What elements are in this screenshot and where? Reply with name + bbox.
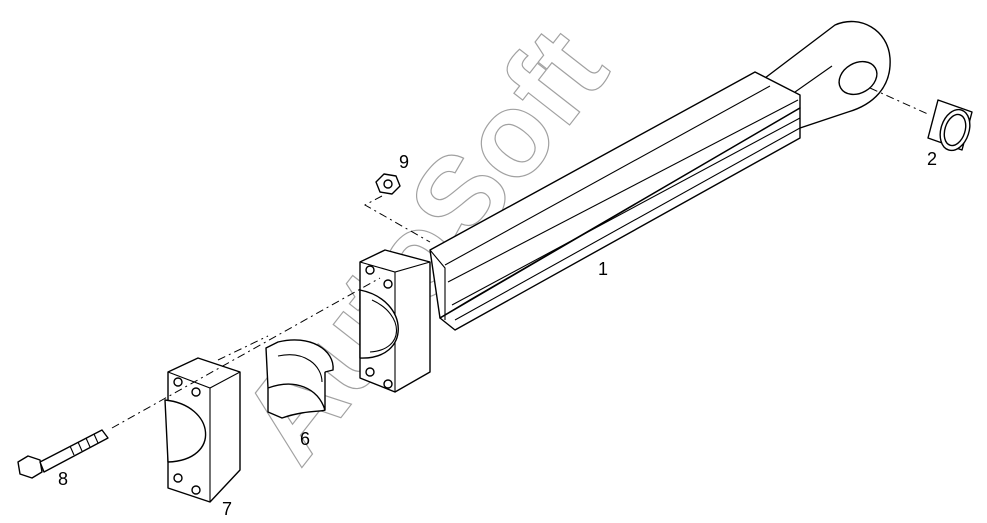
callout-7: 7 <box>222 499 232 519</box>
assembly-lines <box>111 87 931 429</box>
part-9-nut <box>375 173 401 195</box>
part-2-bushing <box>927 99 973 152</box>
part-8-bolt <box>17 429 109 479</box>
callout-8: 8 <box>58 469 68 489</box>
part-6-bearing-shell <box>265 339 334 419</box>
callout-6: 6 <box>300 429 310 449</box>
callout-2: 2 <box>927 149 937 169</box>
callout-1: 1 <box>598 259 608 279</box>
part-7-clamp-half <box>164 357 241 503</box>
callout-9: 9 <box>399 152 409 172</box>
part-1-lift-arm <box>359 20 891 393</box>
